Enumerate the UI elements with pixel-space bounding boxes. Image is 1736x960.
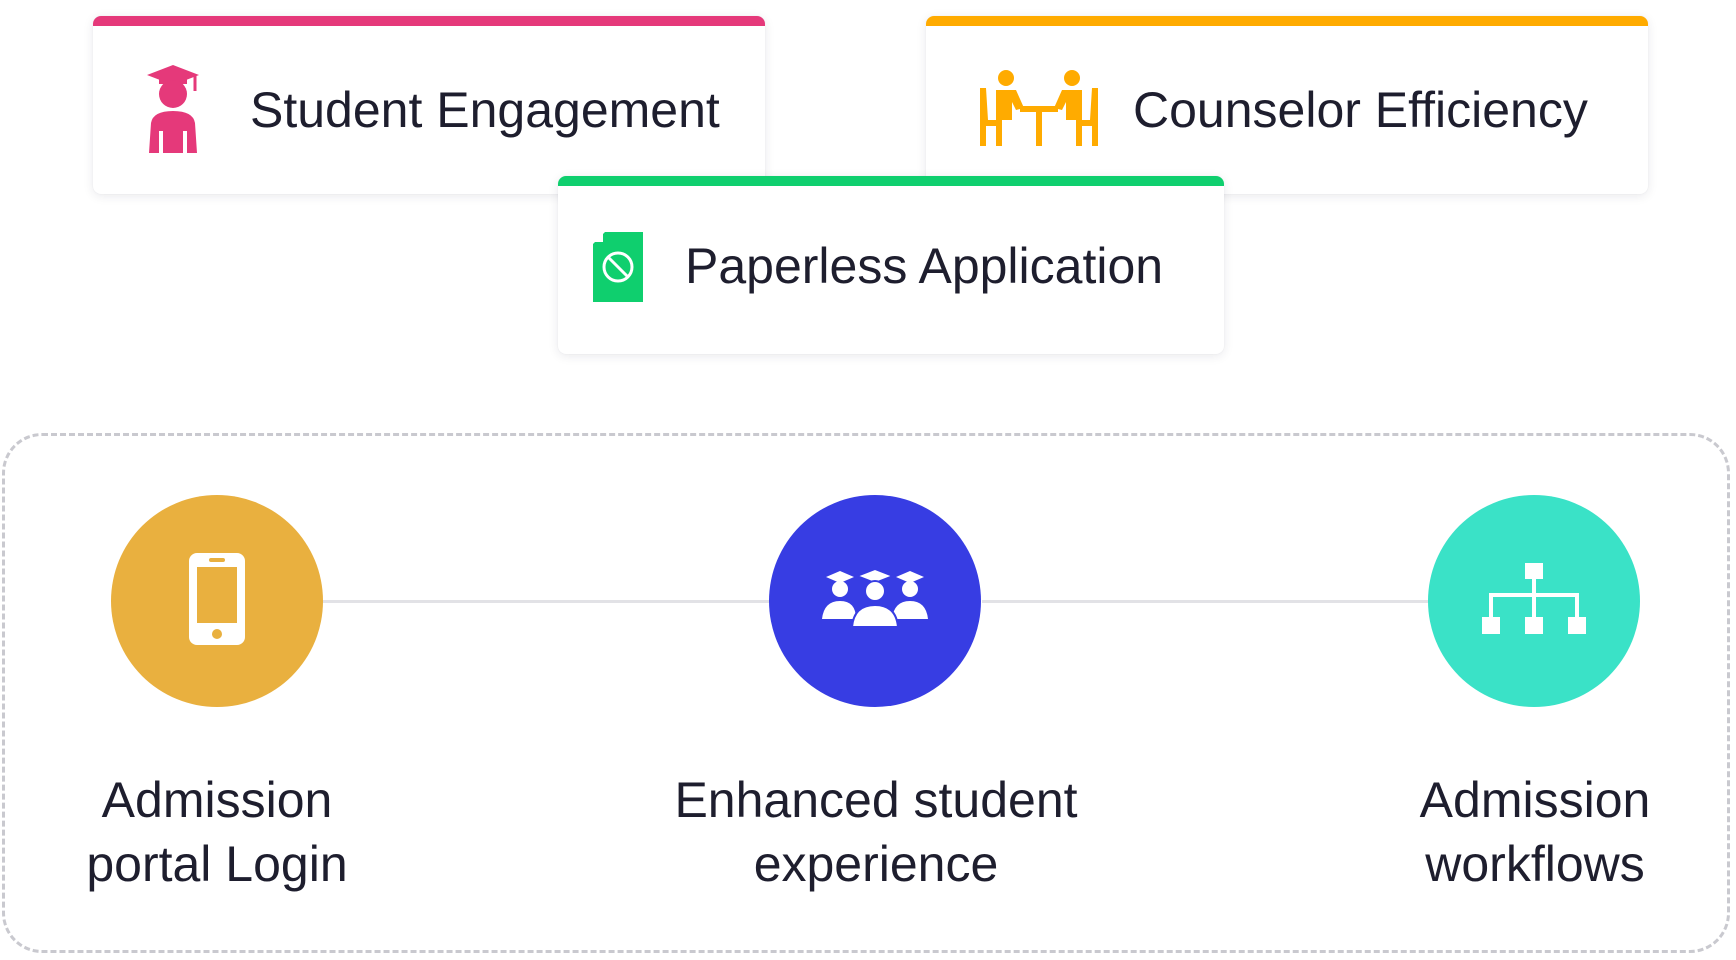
- student-engagement-label: Student Engagement: [250, 82, 720, 138]
- feature-label-student-experience-line2: experience: [753, 836, 999, 892]
- student-graduate-icon: [143, 61, 203, 157]
- mobile-phone-icon: [187, 551, 247, 652]
- feature-label-student-experience-line1: Enhanced student: [674, 772, 1078, 828]
- counselor-efficiency-label: Counselor Efficiency: [1133, 82, 1588, 138]
- feature-circle-student-experience: [769, 495, 981, 707]
- counselor-meeting-icon: [976, 68, 1102, 148]
- no-paper-document-icon: [591, 230, 645, 304]
- feature-label-workflows-line2: workflows: [1425, 836, 1645, 892]
- feature-label-portal-login-line2: portal Login: [86, 836, 348, 892]
- feature-circle-portal-login: [111, 495, 323, 707]
- workflow-hierarchy-icon: [1479, 561, 1589, 642]
- paperless-application-card: Paperless Application: [558, 176, 1224, 354]
- connector-line-left: [322, 600, 772, 603]
- paperless-application-accent-bar: [558, 176, 1224, 186]
- feature-label-student-experience: Enhanced student experience: [626, 768, 1126, 896]
- counselor-efficiency-card: Counselor Efficiency: [926, 16, 1648, 194]
- connector-line-right: [982, 600, 1430, 603]
- student-engagement-accent-bar: [93, 16, 765, 26]
- counselor-efficiency-accent-bar: [926, 16, 1648, 26]
- feature-label-portal-login: Admission portal Login: [0, 768, 467, 896]
- feature-label-portal-login-line1: Admission: [101, 772, 333, 828]
- feature-label-workflows: Admission workflows: [1285, 768, 1736, 896]
- paperless-application-label: Paperless Application: [685, 238, 1164, 294]
- feature-circle-workflows: [1428, 495, 1640, 707]
- features-dashed-container: [2, 433, 1730, 953]
- feature-label-workflows-line1: Admission: [1419, 772, 1651, 828]
- student-engagement-card: Student Engagement: [93, 16, 765, 194]
- graduates-group-icon: [820, 567, 930, 634]
